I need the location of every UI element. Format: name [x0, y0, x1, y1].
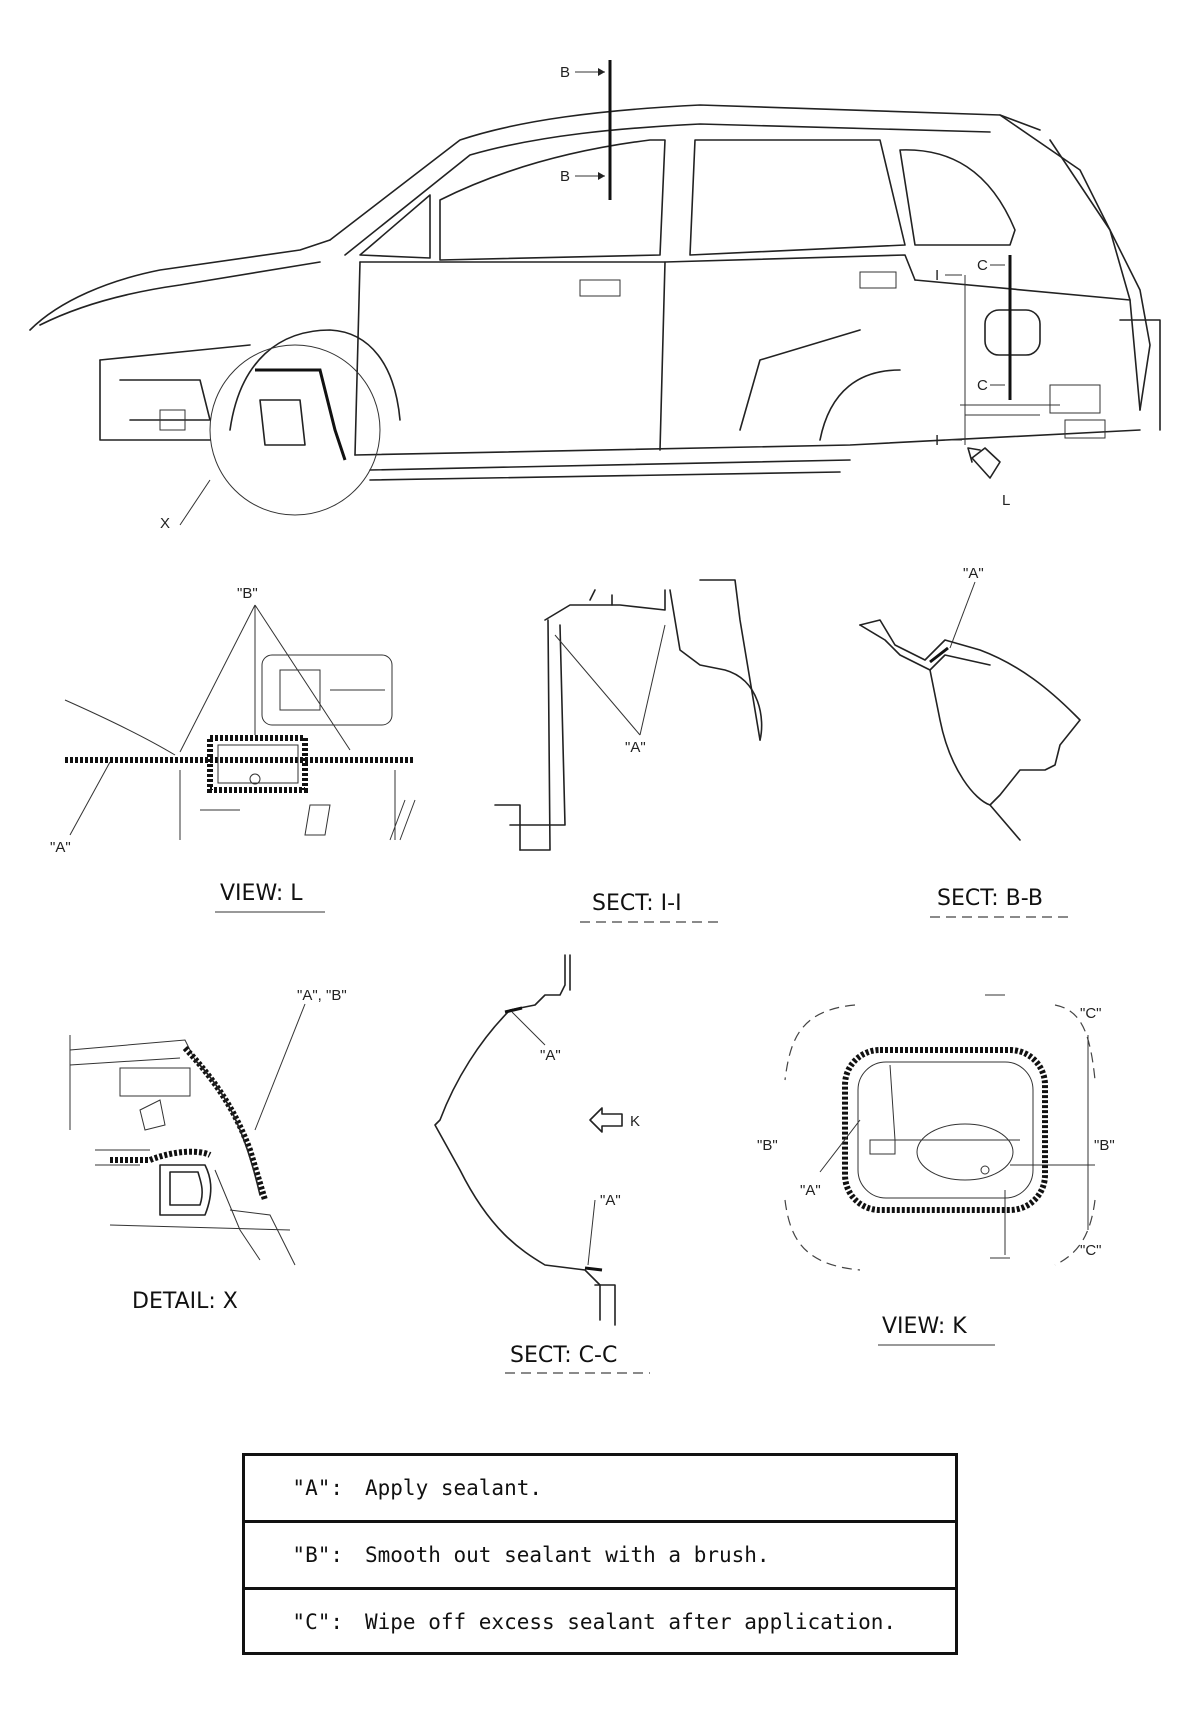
- legend-table: "A": Apply sealant. "B": Smooth out seal…: [242, 1453, 958, 1655]
- sect-cc-label-a-top: "A": [540, 1047, 561, 1064]
- legend-row-b: "B": Smooth out sealant with a brush.: [245, 1520, 955, 1587]
- section-marker-b: B B: [560, 60, 612, 200]
- view-k-label-b-left: "B": [757, 1137, 778, 1154]
- legend-key-b: "B":: [292, 1543, 343, 1567]
- caption-view-l: VIEW: L: [220, 881, 303, 906]
- detail-callout-x: X: [160, 479, 211, 532]
- legend-text-a: Apply sealant.: [365, 1476, 543, 1500]
- sect-cc-figure: "A" "A" K: [434, 954, 640, 1326]
- view-k-figure: "C" "C" "B" "B" "A": [757, 994, 1115, 1271]
- legend-row-a: "A": Apply sealant.: [245, 1456, 955, 1520]
- view-l-figure: "B" "A": [50, 585, 416, 856]
- legend-key-a: "A":: [292, 1476, 343, 1500]
- view-k-label-c-bottom: "C": [1080, 1242, 1101, 1259]
- legend-text-c: Wipe off excess sealant after applicatio…: [365, 1610, 897, 1634]
- legend-text-b: Smooth out sealant with a brush.: [365, 1543, 770, 1567]
- caption-detail-x: DETAIL: X: [132, 1289, 238, 1314]
- label-c-top: C: [977, 257, 988, 274]
- view-k-label-a: "A": [800, 1182, 821, 1199]
- sect-cc-label-a-bottom: "A": [600, 1192, 621, 1209]
- view-k-label-c-top: "C": [1080, 1005, 1101, 1022]
- diagram-canvas: B B C C I I L X: [29, 60, 1161, 1374]
- caption-sect-bb: SECT: B-B: [937, 886, 1043, 911]
- sect-cc-label-k: K: [630, 1113, 640, 1130]
- section-marker-i: I I: [935, 267, 966, 449]
- label-b-bottom: B: [560, 168, 570, 185]
- legend-key-c: "C":: [292, 1610, 343, 1634]
- detail-x-label-ab: "A", "B": [297, 987, 347, 1004]
- label-x: X: [160, 515, 170, 532]
- sect-bb-label-a: "A": [963, 565, 984, 582]
- caption-sect-ii: SECT: I-I: [592, 891, 682, 916]
- sect-ii-label-a: "A": [625, 739, 646, 756]
- section-marker-c: C C: [977, 255, 1012, 400]
- caption-view-k: VIEW: K: [882, 1314, 967, 1339]
- sect-bb-figure: "A": [859, 565, 1081, 841]
- label-b-top: B: [560, 64, 570, 81]
- sect-ii-figure: "A": [494, 579, 763, 851]
- view-arrow-l: L: [967, 447, 1010, 509]
- legend-row-c: "C": Wipe off excess sealant after appli…: [245, 1587, 955, 1654]
- label-l: L: [1002, 492, 1010, 509]
- view-k-label-b-right: "B": [1094, 1137, 1115, 1154]
- vehicle-side-view: [29, 104, 1161, 516]
- label-i-top: I: [935, 267, 939, 284]
- view-l-label-b: "B": [237, 585, 258, 602]
- caption-sect-cc: SECT: C-C: [510, 1343, 617, 1368]
- detail-x-figure: "A", "B": [69, 987, 347, 1266]
- label-i-bottom: I: [935, 432, 939, 449]
- view-l-label-a: "A": [50, 839, 71, 856]
- label-c-bottom: C: [977, 377, 988, 394]
